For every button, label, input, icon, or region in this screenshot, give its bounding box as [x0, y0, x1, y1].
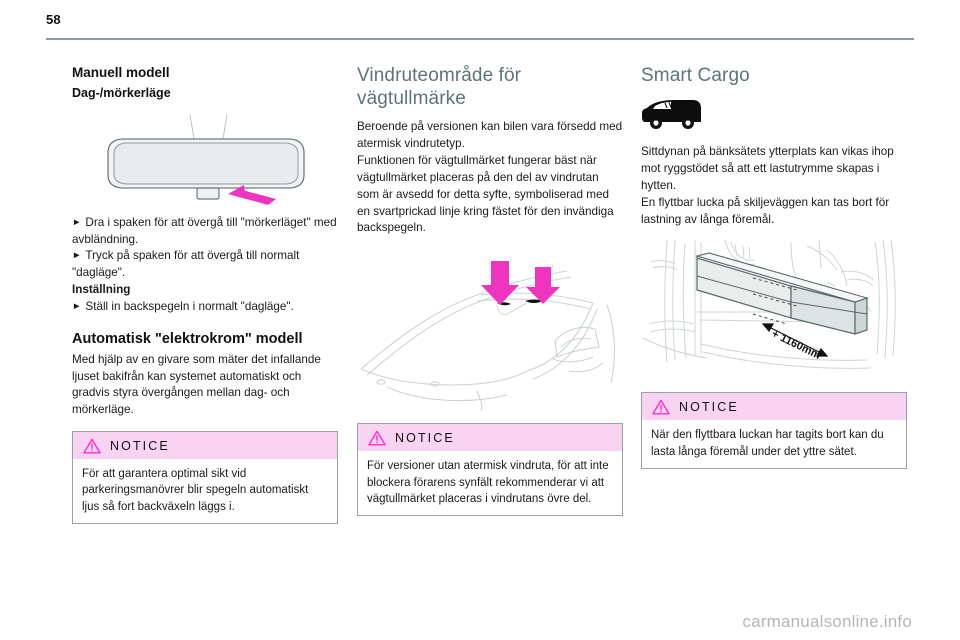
footer-watermark: carmanualsonline.info	[742, 612, 912, 631]
page-header: 58	[0, 0, 960, 44]
bullet-arrow-icon: ►	[72, 250, 82, 262]
van-icon	[641, 98, 703, 132]
column2-body-2: Funktionen för vägtullmärket fungerar bä…	[357, 154, 614, 235]
notice-box-column1: NOTICE För att garantera optimal sikt vi…	[72, 431, 338, 525]
notice-box-column3: NOTICE När den flyttbara luckan har tagi…	[641, 392, 907, 470]
notice-label: NOTICE	[110, 438, 170, 453]
column1-bullet-1: ►Dra i spaken för att övergå till "mörke…	[72, 215, 337, 246]
notice-label: NOTICE	[395, 430, 455, 445]
column1-auto-body: Med hjälp av en givare som mäter det inf…	[72, 352, 321, 417]
warning-triangle-icon	[368, 430, 386, 446]
column3-heading: Smart Cargo	[641, 65, 750, 86]
notice-text: När den flyttbara luckan har tagits bort…	[651, 429, 884, 458]
windscreen-toll-badge-illustration	[357, 251, 623, 412]
notice-text: För versioner utan atermisk vindruta, fö…	[367, 460, 609, 505]
bullet-arrow-icon: ►	[72, 216, 82, 228]
column1-subheading: Dag-/mörkerläge	[72, 85, 171, 100]
magenta-arrow-icon	[481, 261, 519, 306]
notice-header: NOTICE	[358, 424, 622, 452]
column-vindruteomrade: Vindruteområde för vägtullmärke Beroende…	[357, 64, 623, 517]
column-smart-cargo: Smart Cargo Sittdynan på bänksätets ytte…	[641, 64, 907, 470]
column3-body-2: En flyttbar lucka på skiljeväggen kan ta…	[641, 195, 890, 226]
header-divider	[46, 38, 914, 40]
cargo-loading-illustration: + 1160mm	[641, 238, 907, 378]
magenta-arrow-icon	[526, 267, 560, 305]
column1-auto-heading: Automatisk "elektrokrom" modell	[72, 330, 303, 347]
column-manuell-modell: Manuell modell Dag-/mörkerläge ►Dra i sp…	[72, 64, 338, 525]
column2-heading: Vindruteområde för vägtullmärke	[357, 65, 522, 110]
column1-heading: Manuell modell	[72, 65, 170, 80]
warning-triangle-icon	[83, 438, 101, 454]
column3-body-1: Sittdynan på bänksätets ytterplats kan v…	[641, 145, 894, 192]
column1-bullet-2: ►Tryck på spaken för att övergå till nor…	[72, 249, 300, 280]
rearview-mirror-illustration	[72, 107, 338, 207]
bullet-arrow-icon: ►	[72, 301, 82, 313]
column1-setting-bullet: ►Ställ in backspegeln i normalt "dagläge…	[72, 300, 294, 314]
magenta-arrow-icon	[228, 184, 276, 205]
notice-text: För att garantera optimal sikt vid parke…	[82, 468, 309, 513]
notice-label: NOTICE	[679, 399, 739, 414]
notice-box-column2: NOTICE För versioner utan atermisk vindr…	[357, 423, 623, 517]
page-number: 58	[46, 12, 61, 27]
warning-triangle-icon	[652, 399, 670, 415]
page-columns: Manuell modell Dag-/mörkerläge ►Dra i sp…	[0, 64, 960, 564]
notice-header: NOTICE	[73, 432, 337, 460]
column1-setting-label: Inställning	[72, 283, 131, 297]
notice-header: NOTICE	[642, 393, 906, 421]
column2-body-1: Beroende på versionen kan bilen vara för…	[357, 120, 623, 151]
